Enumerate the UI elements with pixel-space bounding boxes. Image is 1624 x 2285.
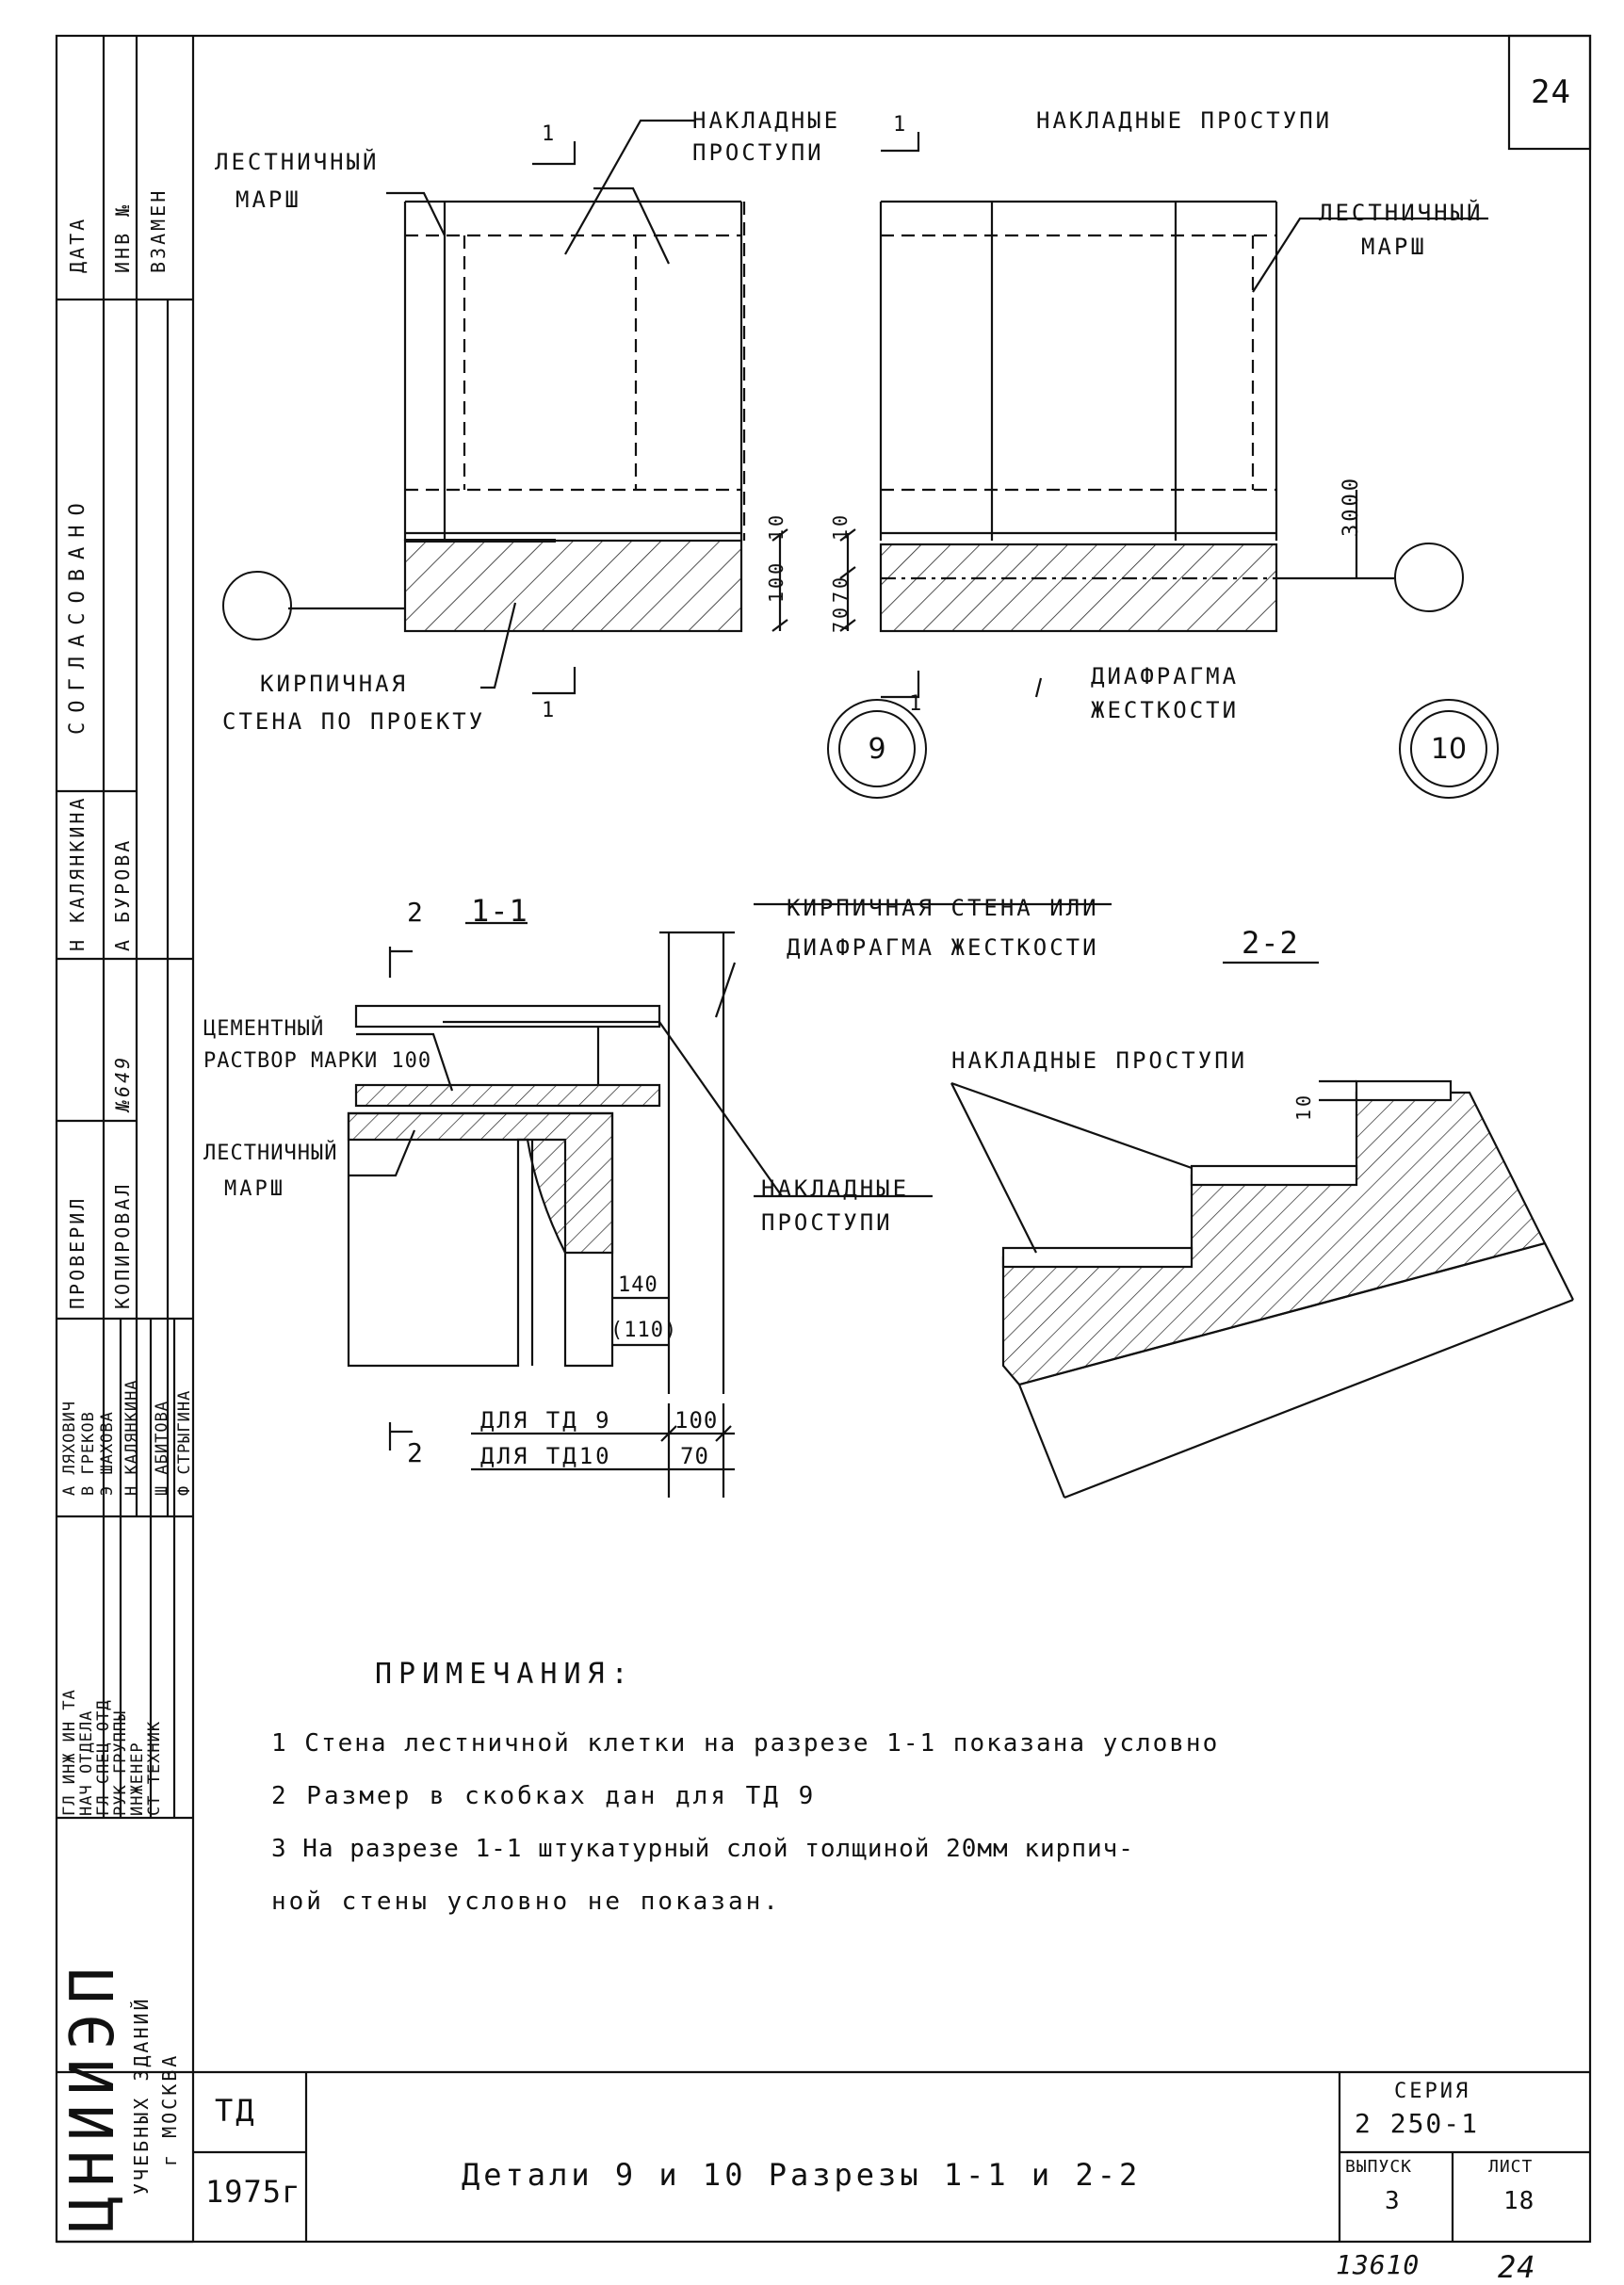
tb-series-label: СЕРИЯ xyxy=(1394,2080,1471,2103)
stamp-name-1: А ЛЯХОВИЧ xyxy=(60,1400,79,1496)
tb-sheet: 18 xyxy=(1503,2187,1535,2215)
section22-dim-10: 10 xyxy=(1292,1092,1315,1121)
section11-dim-140: 140 xyxy=(618,1273,658,1297)
stamp-nkal: Н КАЛЯНКИНА xyxy=(66,795,89,951)
section11-treads-b: ПРОСТУПИ xyxy=(761,1209,893,1236)
section11-cut2-top: 2 xyxy=(407,897,426,928)
section11-flight-a: ЛЕСТНИЧНЫЙ xyxy=(203,1142,338,1165)
detail10-badge: 10 xyxy=(1410,710,1487,787)
section11-treads-a: НАКЛАДНЫЕ xyxy=(761,1175,910,1202)
stamp-agreed: СОГЛАСОВАНО xyxy=(66,494,89,735)
tb-title: Детали 9 и 10 Разрезы 1-1 и 2-2 xyxy=(462,2157,1142,2193)
dim-100: 100 xyxy=(765,559,788,603)
section22-treads: НАКЛАДНЫЕ ПРОСТУПИ xyxy=(951,1047,1248,1074)
cut-mark-1c: 1 xyxy=(893,113,909,137)
section22-title: 2-2 xyxy=(1242,925,1299,961)
detail10-ref-circle xyxy=(1394,543,1464,612)
stamp-name-4: Н КАЛЯНКИНА xyxy=(122,1379,141,1496)
dim-10-a: 10 xyxy=(765,511,788,541)
cut-mark-1a: 1 xyxy=(542,122,558,146)
brick-wall-label-b: СТЕНА ПО ПРОЕКТУ xyxy=(222,708,486,735)
section11-cut2-bottom: 2 xyxy=(407,1437,426,1468)
stamp-role-6: СТ ТЕХНИК xyxy=(145,1720,164,1816)
tb-issue-label: ВЫПУСК xyxy=(1345,2157,1413,2177)
notes-title: ПРИМЕЧАНИЯ: xyxy=(375,1658,635,1691)
note-3: 3 На разрезе 1-1 штукатурный слой толщин… xyxy=(271,1835,1134,1863)
section11-wall-a: КИРПИЧНАЯ СТЕНА ИЛИ xyxy=(787,895,1099,921)
cut-mark-1b: 1 xyxy=(542,699,558,722)
page-number-box xyxy=(1507,34,1592,151)
stamp-name-5: Ш АБИТОВА xyxy=(153,1400,171,1496)
section11-mortar-a: ЦЕМЕНТНЫЙ xyxy=(203,1017,325,1041)
stamp-checked: ПРОВЕРИЛ xyxy=(66,1195,89,1309)
detail9-wall xyxy=(403,539,743,633)
stamp-abur: А БУРОВА xyxy=(111,837,134,951)
stamp-inv-no: №649 xyxy=(111,1054,134,1111)
diaphragm-label-a: ДИАФРАГМА xyxy=(1091,663,1240,689)
section11-td9: ДЛЯ ТД 9 xyxy=(480,1407,612,1434)
stamp-vzamen: ВЗАМЕН xyxy=(147,187,170,273)
tb-sheet-label: ЛИСТ xyxy=(1488,2157,1534,2177)
section11-wall-b: ДИАФРАГМА ЖЕСТКОСТИ xyxy=(787,934,1099,961)
section11-flight-b: МАРШ xyxy=(224,1177,285,1201)
tb-issue: 3 xyxy=(1385,2187,1403,2215)
tb-page-bottom: 24 xyxy=(1498,2249,1536,2285)
stamp-kopir: КОПИРОВАЛ xyxy=(111,1181,134,1309)
section11-dim-110: (110) xyxy=(610,1319,678,1342)
tb-series: 2 250-1 xyxy=(1355,2108,1480,2139)
detail10-flight-label-b: МАРШ xyxy=(1361,234,1427,260)
stamp-name-2: В ГРЕКОВ xyxy=(79,1411,98,1496)
tb-inv-bottom: 13610 xyxy=(1336,2249,1421,2280)
detail10-wall xyxy=(879,543,1278,633)
stamp-name-3: Э ШАХОВА xyxy=(98,1411,117,1496)
sheet-frame xyxy=(55,34,1592,2244)
stamp-role-1: ГЛ ИНЖ ИН ТА xyxy=(60,1689,79,1816)
stamp-inv: ИНВ № xyxy=(111,202,134,273)
stamp-role-4: РУК ГРУППЫ xyxy=(111,1710,130,1816)
stamp-role-2: НАЧ ОТДЕЛА xyxy=(77,1710,96,1816)
stamp-name-6: Ф СТРЫГИНА xyxy=(175,1389,194,1496)
stamp-date: ДАТА xyxy=(66,216,89,273)
dim-3000: 3000 xyxy=(1340,476,1363,537)
org-logo: ЦНИИЭП xyxy=(58,1957,128,2232)
section11-td10: ДЛЯ ТД10 xyxy=(480,1443,612,1469)
detail10-badge-outer xyxy=(1399,699,1499,799)
section11-v70: 70 xyxy=(680,1443,709,1469)
diaphragm-label-b: ЖЕСТКОСТИ xyxy=(1091,697,1240,723)
dim-10-b: 10 xyxy=(829,511,852,541)
dim-70-b: 70 xyxy=(829,604,852,633)
detail9-treads-label-a: НАКЛАДНЫЕ xyxy=(692,107,841,134)
detail9-badge-outer xyxy=(827,699,927,799)
tb-year: 1975г xyxy=(205,2174,301,2210)
detail9-badge: 9 xyxy=(838,710,916,787)
org-name-a: УЧЕБНЫХ ЗДАНИЙ xyxy=(130,1996,153,2195)
brick-wall-label-a: КИРПИЧНАЯ xyxy=(260,671,409,697)
page-number: 24 xyxy=(1531,73,1571,111)
detail9-ref-circle xyxy=(222,571,292,640)
stamp-role-5: ИНЖЕНЕР xyxy=(128,1742,147,1816)
dim-70-a: 70 xyxy=(829,574,852,603)
cut-mark-1d: 1 xyxy=(909,692,925,716)
detail10-treads-label: НАКЛАДНЫЕ ПРОСТУПИ xyxy=(1036,107,1333,134)
detail9-treads-label-b: ПРОСТУПИ xyxy=(692,139,824,166)
org-name-b: г МОСКВА xyxy=(158,2052,181,2166)
detail9-flight-label-b: МАРШ xyxy=(235,186,301,213)
stair-section xyxy=(1001,1091,1547,1386)
section11-mortar-b: РАСТВОР МАРКИ 100 xyxy=(203,1049,432,1073)
stamp-role-3: ГЛ СПЕЦ ОТД xyxy=(94,1699,113,1816)
detail9-flight-label-a: ЛЕСТНИЧНЫЙ xyxy=(215,149,380,175)
note-1: 1 Стена лестничной клетки на разрезе 1-1… xyxy=(271,1729,1220,1758)
detail10-flight-label-a: ЛЕСТНИЧНЫЙ xyxy=(1319,200,1484,226)
section11-title: 1-1 xyxy=(471,893,528,929)
section11-v100: 100 xyxy=(674,1407,719,1434)
note-4: ной стены условно не показан. xyxy=(271,1888,781,1916)
tb-td: ТД xyxy=(215,2093,257,2129)
note-2: 2 Размер в скобках дан для ТД 9 xyxy=(271,1782,817,1810)
